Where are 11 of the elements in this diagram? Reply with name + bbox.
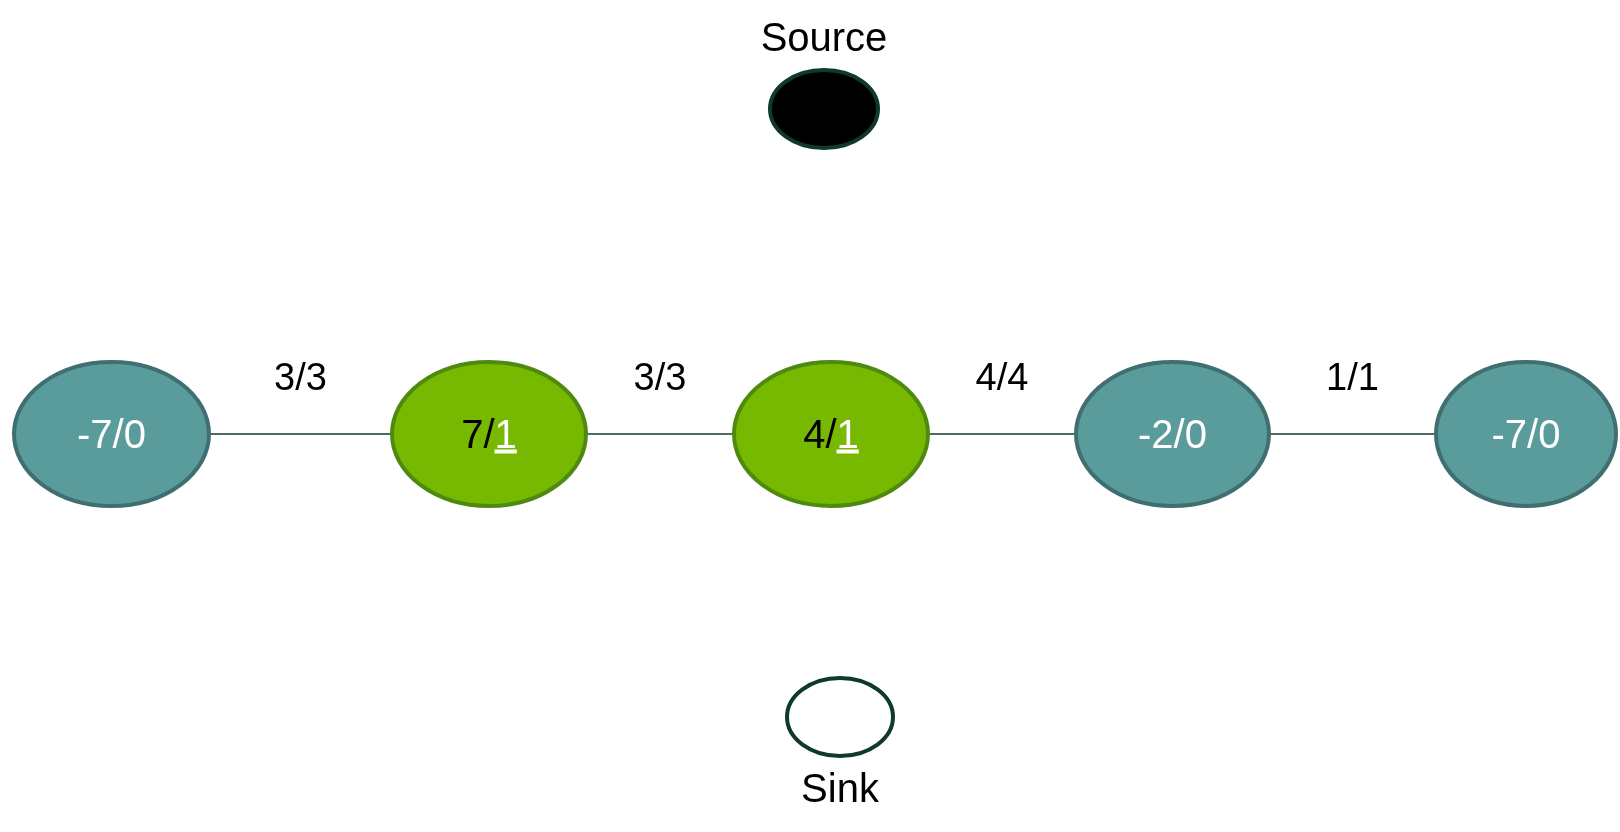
node-label: Sink bbox=[801, 766, 879, 811]
node-label: -2/0 bbox=[1137, 411, 1208, 457]
connector-line bbox=[929, 433, 1075, 435]
node-label: -7/0 bbox=[1490, 411, 1562, 457]
node-label: 4/1 bbox=[802, 411, 860, 457]
connector-line bbox=[1270, 433, 1435, 435]
connector-line bbox=[587, 433, 733, 435]
node-label: 7/1 bbox=[460, 411, 518, 457]
connector-line bbox=[210, 433, 391, 435]
node-label: Source bbox=[760, 15, 888, 60]
node-label: -7/0 bbox=[76, 411, 147, 457]
